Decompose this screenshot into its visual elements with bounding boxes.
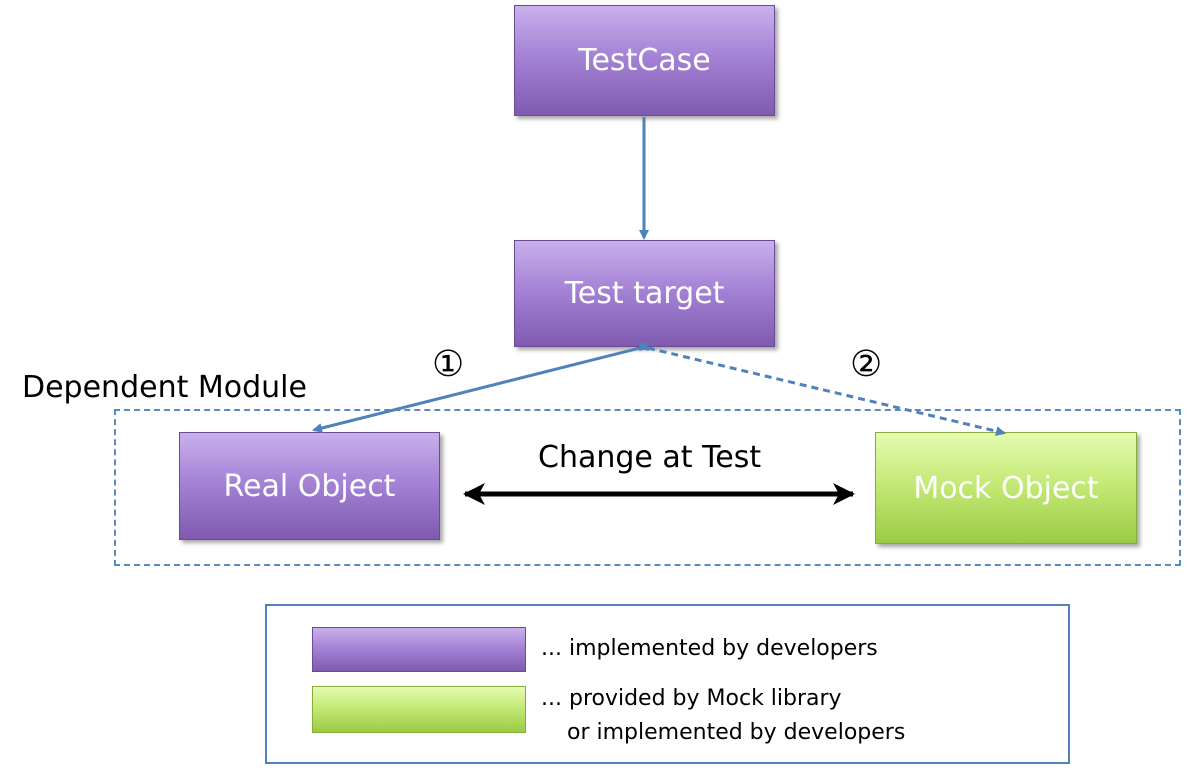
legend-swatch-mock-library: [312, 686, 526, 733]
marker-one: ①: [432, 344, 465, 385]
target-to-mock-dashed-arrow: [639, 341, 1006, 437]
test-target-node: Test target: [514, 240, 775, 347]
marker-two: ②: [850, 344, 883, 385]
legend-developers-text: ... implemented by developers: [541, 636, 878, 661]
mock-object-node-label: Mock Object: [913, 470, 1099, 506]
legend-swatch-developer: [312, 627, 526, 672]
legend-library-text: ... provided by Mock library: [541, 686, 842, 711]
testcase-node-label: TestCase: [578, 43, 711, 78]
mock-object-node: Mock Object: [875, 432, 1137, 544]
real-object-node-label: Real Object: [223, 468, 396, 504]
testcase-node: TestCase: [514, 5, 775, 116]
real-object-node: Real Object: [179, 432, 440, 540]
dependent-module-label: Dependent Module: [22, 370, 307, 405]
legend-library-text-line2: or implemented by developers: [567, 720, 906, 745]
test-target-node-label: Test target: [564, 276, 725, 311]
change-at-test-label: Change at Test: [538, 440, 762, 475]
target-to-real-arrow: [312, 341, 649, 433]
